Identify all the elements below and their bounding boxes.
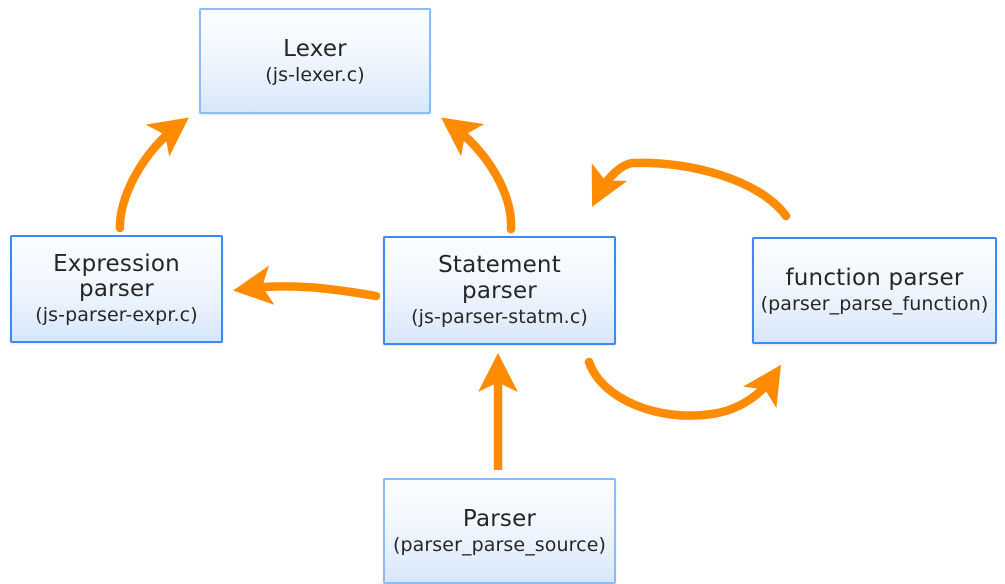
arrow-expression-parser-to-lexer	[115, 117, 189, 233]
arrow-statement-parser-to-lexer	[441, 117, 516, 234]
node-function-parser[interactable]: function parser (parser_parse_function)	[752, 237, 997, 344]
node-expression-parser-subtitle: (js-parser-expr.c)	[35, 304, 198, 327]
node-function-parser-subtitle: (parser_parse_function)	[760, 293, 989, 316]
node-expression-parser-title-line2: parser	[79, 276, 154, 303]
node-statement-parser-title-line2: parser	[462, 277, 537, 304]
node-statement-parser-subtitle: (js-parser-statm.c)	[411, 305, 588, 328]
node-lexer-subtitle: (js-lexer.c)	[265, 63, 365, 86]
node-statement-parser[interactable]: Statement parser (js-parser-statm.c)	[383, 236, 616, 345]
node-expression-parser-title-line1: Expression	[53, 250, 180, 277]
node-statement-parser-title-line1: Statement	[438, 252, 561, 279]
node-lexer[interactable]: Lexer (js-lexer.c)	[199, 8, 431, 114]
node-parser-title: Parser	[462, 505, 537, 532]
node-parser-subtitle: (parser_parse_source)	[392, 533, 607, 556]
node-parser[interactable]: Parser (parser_parse_source)	[383, 478, 616, 584]
node-lexer-title: Lexer	[283, 35, 347, 62]
arrow-statement-parser-to-function-parser	[584, 357, 782, 420]
arrow-statement-parser-to-expression-parser	[233, 265, 381, 305]
node-function-parser-title: function parser	[785, 265, 964, 292]
arrow-function-parser-to-statement-parser	[591, 158, 791, 221]
node-expression-parser[interactable]: Expression parser (js-parser-expr.c)	[10, 235, 223, 343]
